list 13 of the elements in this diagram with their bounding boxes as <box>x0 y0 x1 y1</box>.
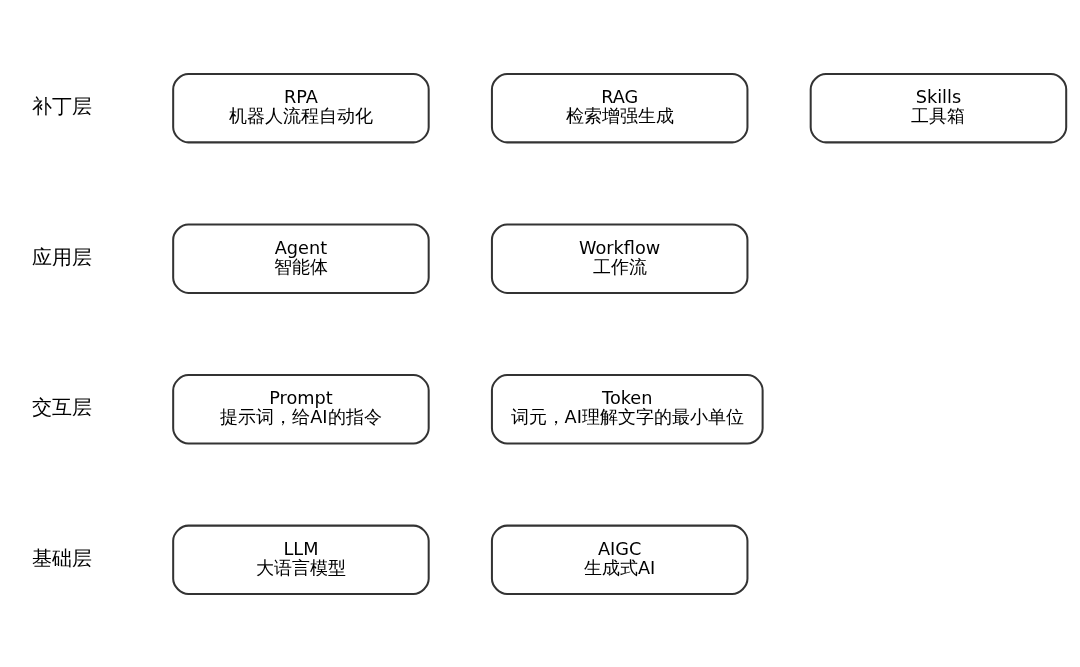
label: 补丁层 <box>31 93 92 118</box>
node-box: Token 词元，AI理解文字的最小单位 <box>490 373 764 444</box>
node-box: Prompt 提示词，给AI的指令 <box>172 373 430 444</box>
node-box: LLM 大语言模型 <box>172 524 430 595</box>
node-box: RPA 机器人流程自动化 <box>172 72 430 143</box>
node-box: Skills 工具箱 <box>809 72 1068 143</box>
label: 基础层 <box>31 545 92 570</box>
node-box: Agent 智能体 <box>172 223 430 294</box>
node-box: RAG 检索增强生成 <box>490 72 749 143</box>
node-box: Workflow 工作流 <box>490 223 749 294</box>
node-box: AIGC 生成式AI <box>490 524 749 595</box>
label: 交互层 <box>31 394 92 419</box>
label: 应用层 <box>31 244 92 269</box>
